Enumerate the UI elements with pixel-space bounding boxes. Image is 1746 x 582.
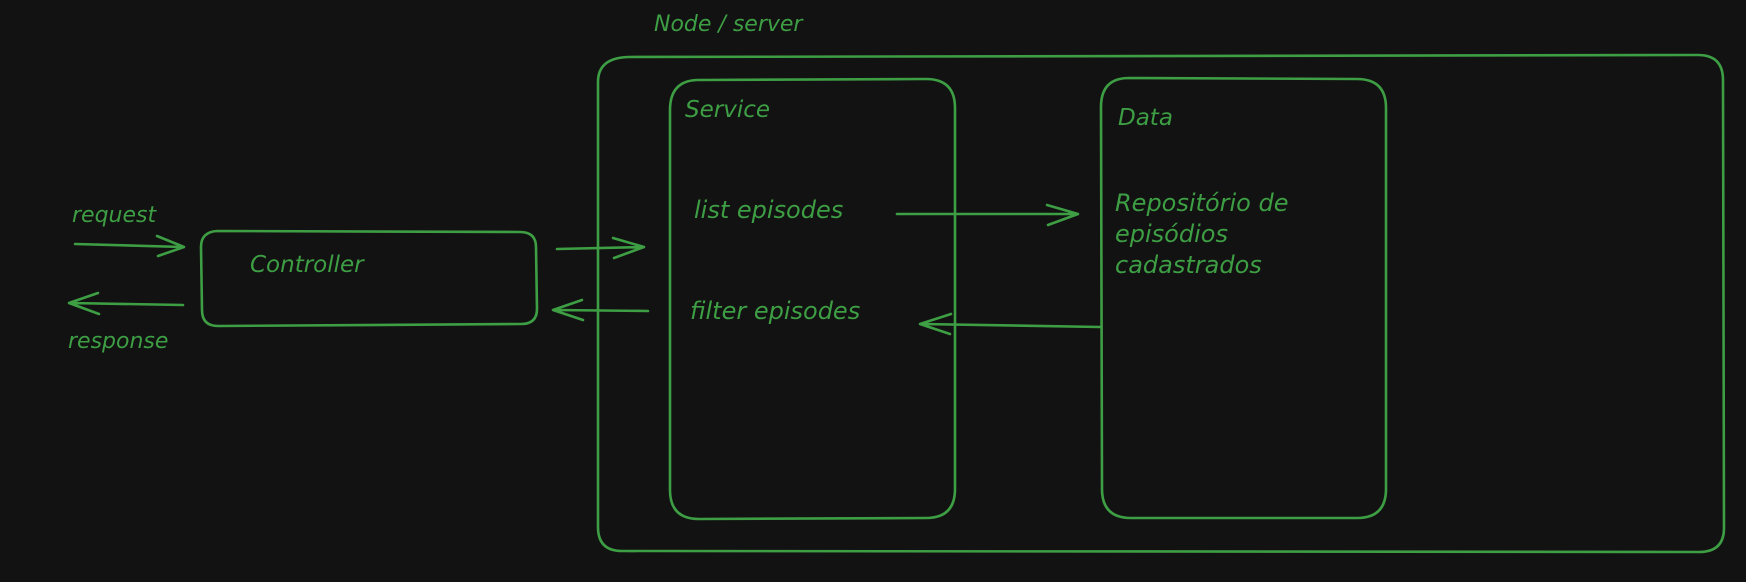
request-label: request <box>72 203 157 228</box>
data-description-line-3: cadastrados <box>1115 251 1262 279</box>
server-container <box>596 53 1726 554</box>
response-arrow <box>67 291 185 316</box>
service-item-list-episodes: list episodes <box>694 196 843 224</box>
service-to-data-arrow <box>895 203 1080 227</box>
response-label: response <box>68 329 168 354</box>
data-description-line-1: Repositório de <box>1115 189 1288 217</box>
service-to-controller-arrow <box>551 298 650 322</box>
controller-box <box>199 229 539 328</box>
server-label: Node / server <box>654 12 804 37</box>
service-box <box>668 77 957 521</box>
data-box <box>1099 76 1388 520</box>
service-item-filter-episodes: filter episodes <box>690 297 860 325</box>
data-description-line-2: episódios <box>1115 220 1228 248</box>
controller-to-service-arrow <box>555 236 646 260</box>
service-label: Service <box>685 97 770 123</box>
data-to-service-arrow <box>918 312 1102 336</box>
controller-label: Controller <box>250 252 365 278</box>
data-label: Data <box>1118 105 1173 131</box>
request-arrow <box>73 234 186 258</box>
